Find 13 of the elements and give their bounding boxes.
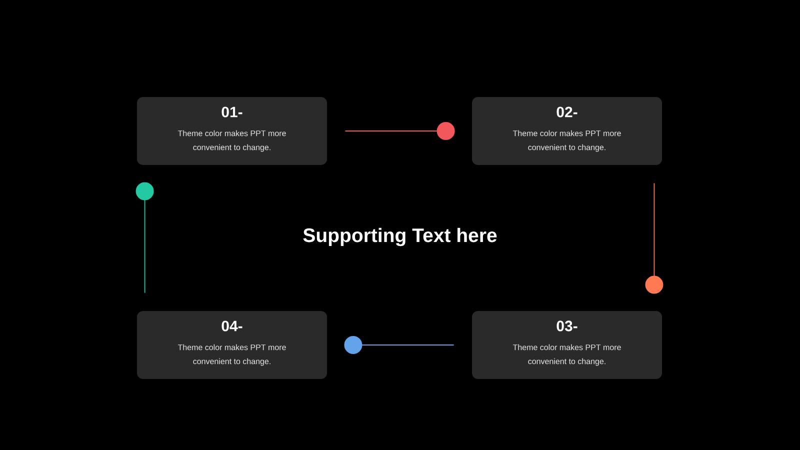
step-number: 04- [222,320,242,332]
card-text: Theme color makes PPT more convenient to change. [178,130,286,152]
card-text: Theme color makes PPT more convenient to change. [178,344,286,366]
step-number: 02- [556,106,578,118]
connector-line [645,182,664,294]
step-number: 01- [222,106,242,118]
connector-line [344,336,454,354]
step-number: 03- [556,320,578,332]
connector-line [344,122,455,140]
connector-line [136,182,154,294]
title-text: Supporting Text here [303,228,497,246]
card-text: Theme color makes PPT more convenient to change. [512,344,621,366]
card-text: Theme color makes PPT more convenient to change. [512,130,621,152]
